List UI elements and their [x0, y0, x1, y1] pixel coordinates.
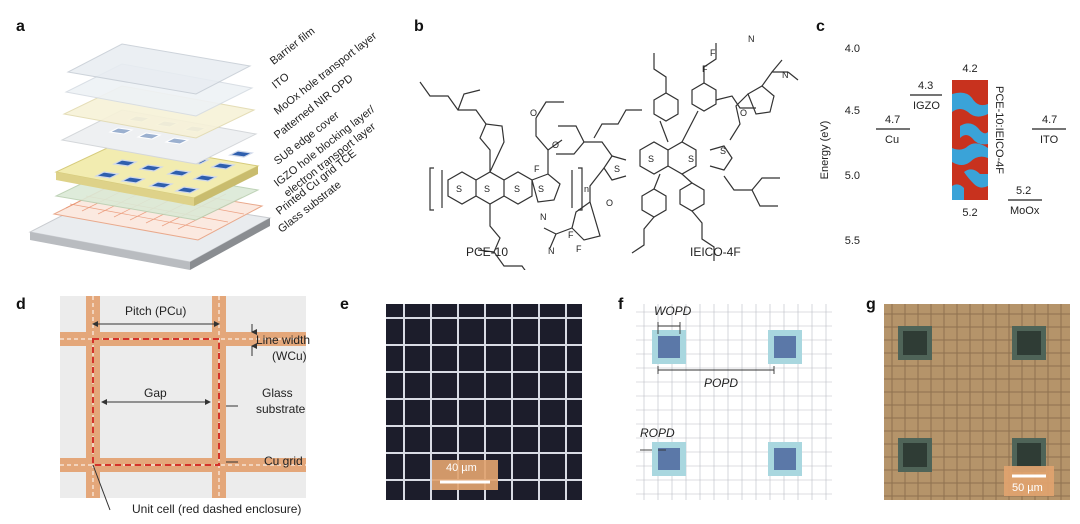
atom-f-3: F — [710, 48, 716, 58]
panel-label-e: e — [340, 296, 349, 313]
atom-s-3: S — [514, 184, 520, 194]
level-ito-name: ITO — [1040, 134, 1059, 146]
r-opd-label: ROPD — [640, 426, 675, 440]
cu-grid-label: Cu grid — [264, 454, 303, 468]
atom-s-6: S — [688, 154, 694, 164]
panel-label-g: g — [866, 296, 876, 313]
tick-4-0: 4.0 — [845, 43, 860, 55]
atom-n-1: N — [748, 34, 755, 44]
atom-f-2: F — [702, 64, 708, 74]
line-width-label: Line width — [256, 333, 311, 347]
atom-f-4: F — [568, 230, 574, 240]
energy-axis-label: Energy (eV) — [819, 121, 831, 180]
panel-label-f: f — [618, 296, 624, 313]
gap-label: Gap — [144, 386, 167, 400]
level-moox-value: 5.2 — [1016, 185, 1031, 197]
atom-n-4: N — [548, 246, 555, 256]
layer-stack-diagram — [28, 43, 272, 270]
atom-s-8: S — [720, 146, 726, 156]
unit-cell-label: Unit cell (red dashed enclosure) — [132, 502, 302, 516]
level-blend-homo: 5.2 — [962, 207, 977, 219]
blend-label: PCE-10:IEICO-4F — [993, 86, 1005, 174]
w-opd-label: WOPD — [654, 304, 692, 318]
cu-grid-micrograph — [386, 304, 582, 500]
energy-level-diagram: 4.0 4.5 5.0 5.5 Energy (eV) 4.7 Cu 4.3 I… — [819, 30, 1066, 260]
tick-5-5: 5.5 — [845, 235, 860, 247]
line-width-symbol: (WCu) — [272, 349, 307, 363]
molecule-name-pce10: PCE-10 — [466, 245, 509, 259]
tick-4-5: 4.5 — [845, 105, 860, 117]
scale-bar-g: 50 µm — [1012, 482, 1043, 494]
atom-o-2: O — [530, 108, 537, 118]
substrate-label: substrate — [256, 402, 306, 416]
panel-label-a: a — [16, 18, 25, 35]
level-moox-name: MoOx — [1010, 205, 1040, 217]
level-cu-name: Cu — [885, 134, 899, 146]
atom-n-2: N — [782, 70, 789, 80]
atom-n-3: N — [540, 212, 547, 222]
panel-label-b: b — [414, 18, 424, 35]
atom-s-2: S — [484, 184, 490, 194]
panel-label-d: d — [16, 296, 26, 313]
atom-s-4: S — [538, 184, 544, 194]
molecular-structures: S S S S F O O n S S S S F F N N O O F F … — [419, 34, 799, 270]
level-igzo-value: 4.3 — [918, 80, 933, 92]
cu-grid-schematic — [60, 296, 306, 511]
glass-label: Glass — [262, 386, 293, 400]
atom-o-4: O — [606, 198, 613, 208]
level-ito-value: 4.7 — [1042, 114, 1057, 126]
atom-f-5: F — [576, 244, 582, 254]
molecule-name-ieico4f: IEICO-4F — [690, 245, 741, 259]
tick-5-0: 5.0 — [845, 170, 860, 182]
level-cu-value: 4.7 — [885, 114, 900, 126]
atom-s-1: S — [456, 184, 462, 194]
atom-f-1: F — [534, 164, 540, 174]
pitch-label: Pitch (PCu) — [125, 304, 187, 318]
repeat-n: n — [584, 184, 589, 194]
level-blend-lumo: 4.2 — [962, 63, 977, 75]
scale-bar-e: 40 µm — [446, 462, 477, 474]
p-opd-label: POPD — [704, 376, 739, 390]
atom-s-7: S — [614, 164, 620, 174]
opd-micrograph — [884, 304, 1070, 500]
level-igzo-name: IGZO — [913, 100, 940, 112]
atom-o-1: O — [552, 140, 559, 150]
atom-s-5: S — [648, 154, 654, 164]
opd-layout-schematic — [636, 304, 832, 500]
atom-o-3: O — [740, 108, 747, 118]
panel-label-c: c — [816, 18, 825, 35]
